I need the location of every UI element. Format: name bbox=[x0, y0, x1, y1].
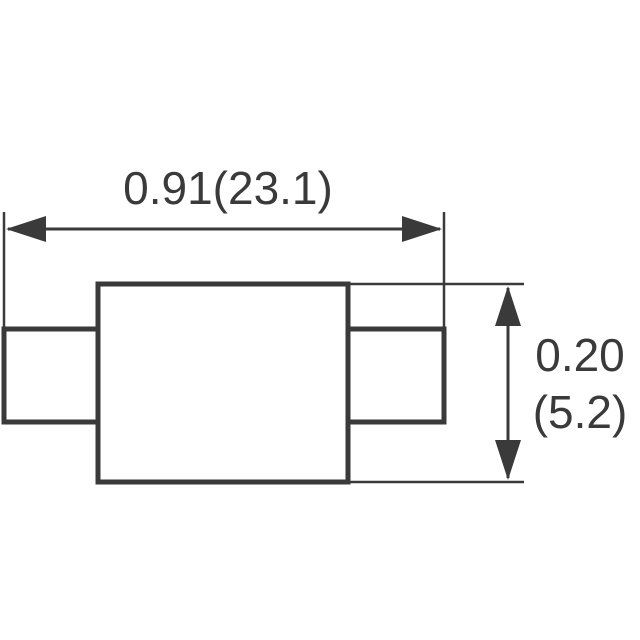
width-dimension-label: 0.91(23.1) bbox=[123, 162, 333, 214]
width-arrow-right bbox=[402, 216, 442, 242]
height-dimension bbox=[350, 282, 524, 484]
body-main bbox=[95, 281, 351, 485]
height-arrow-top bbox=[495, 286, 521, 326]
height-dimension-label-inch: 0.20 bbox=[535, 329, 625, 381]
right-terminal bbox=[348, 326, 447, 425]
left-terminal bbox=[1, 326, 98, 425]
width-dimension bbox=[2, 212, 446, 329]
component-body bbox=[1, 281, 447, 485]
height-dimension-label-mm: (5.2) bbox=[533, 386, 628, 438]
height-arrow-bottom bbox=[495, 440, 521, 480]
width-arrow-left bbox=[6, 216, 46, 242]
